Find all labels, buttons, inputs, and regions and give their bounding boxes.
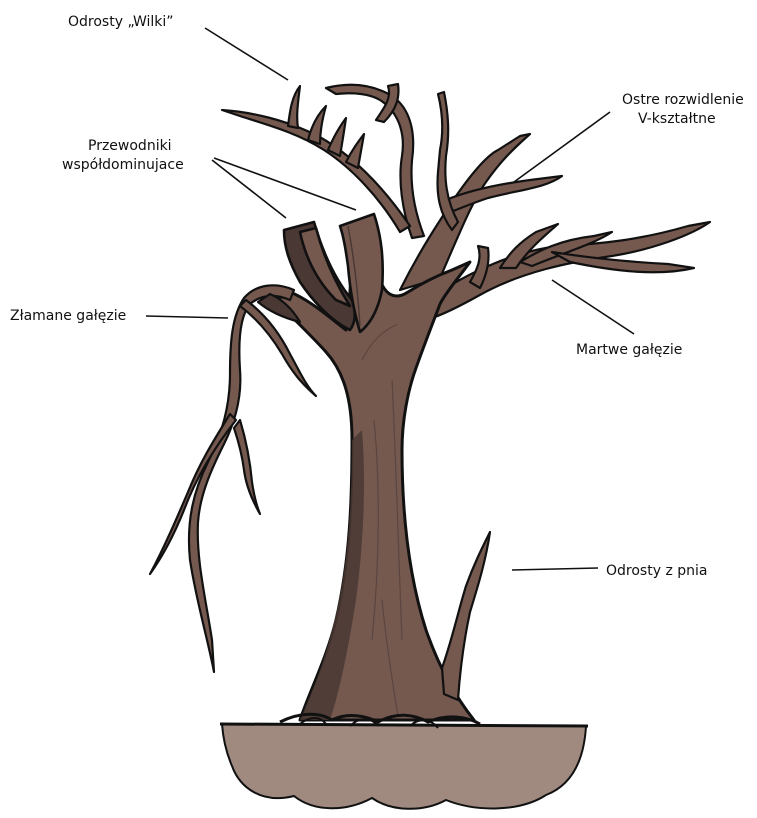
label-codominant-leaders-line2: współdominujace (62, 157, 184, 173)
callout-line-v-fork (514, 112, 610, 182)
label-dead-branches: Martwe gałęzie (576, 342, 682, 358)
trunk-sucker (442, 532, 490, 700)
callout-line-codominant-a (212, 160, 286, 218)
callout-line-wolf-shoots (205, 28, 288, 80)
label-codominant-leaders-line1: Przewodniki (88, 138, 172, 154)
callout-line-trunk-suckers (512, 568, 598, 570)
callout-line-dead (552, 280, 634, 334)
label-wolf-shoots: Odrosty „Wilki” (68, 14, 174, 30)
broken-branches (150, 285, 316, 672)
callout-line-codominant-b (214, 158, 356, 210)
label-v-fork-line2: V-kształtne (638, 111, 716, 127)
wolf-shoot-branch (222, 86, 410, 232)
callout-line-broken (146, 316, 228, 318)
label-broken-branches: Złamane gałęzie (10, 308, 126, 324)
soil-mound (220, 724, 588, 809)
dead-branches (428, 222, 710, 318)
label-trunk-suckers: Odrosty z pnia (606, 563, 707, 579)
label-v-fork-line1: Ostre rozwidlenie (622, 92, 744, 108)
